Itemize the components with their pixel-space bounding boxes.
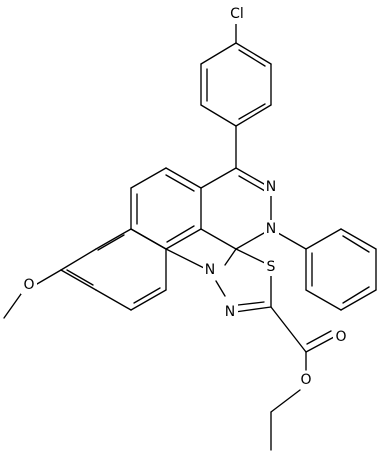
bond-methoxy-ring-e — [95, 289, 132, 311]
n-phenyl-group — [270, 228, 377, 311]
thiadiazole-imine-nitrogen-label: N — [225, 304, 235, 320]
bond-phenyl-d — [340, 289, 377, 311]
bond-methoxy-double-3 — [133, 287, 161, 304]
bond-phenyl-b — [340, 228, 377, 250]
bond-ring1-a — [200, 42, 237, 65]
methoxy-oxygen-label: O — [23, 277, 34, 293]
bond-o-methyl — [3, 293, 22, 319]
bond-ring1-d — [235, 104, 272, 127]
bond-methoxy-double-2 — [66, 269, 94, 286]
bond-methoxy-ring-c — [60, 248, 97, 271]
phthalazine-group — [130, 125, 272, 250]
chlorine-label: Cl — [230, 6, 244, 22]
thiadiazole-nitrogen-label: N — [205, 262, 215, 278]
bond-benzo-e — [165, 228, 202, 250]
bond-benzo-double-3 — [166, 225, 195, 243]
bond-c2-n3-double — [237, 301, 265, 306]
bond-methoxy-double-1 — [97, 234, 125, 251]
bond-ring1-double-3 — [238, 49, 266, 67]
methoxyphenyl-group — [3, 228, 209, 319]
sulfur-label: S — [267, 259, 276, 275]
bond-phenyl-double-2 — [342, 286, 370, 304]
bond-ring1-f — [235, 42, 272, 65]
bond-methoxy-ring-a — [130, 228, 167, 250]
bond-spiro-n4 — [224, 248, 237, 266]
bond-carbonyl-o-double — [306, 330, 332, 345]
nitrogen-label-lower: N — [266, 221, 276, 237]
bond-phenyl-e — [305, 289, 342, 311]
ethyl-ester-group — [270, 306, 335, 451]
thiadiazole-group — [215, 248, 272, 313]
carbonyl-oxygen-label: O — [335, 329, 346, 345]
bond-ring1-c — [200, 104, 237, 127]
bond-phenyl-double-1 — [342, 235, 370, 253]
bond-phenyl-a — [305, 228, 342, 250]
bond-ester-o-ethyl — [270, 389, 301, 413]
bond-spiro-c8a — [200, 228, 237, 250]
nitrogen-label-upper: N — [266, 179, 276, 195]
bond-c2-carbonyl — [270, 306, 307, 353]
bond-c4-c4a — [200, 167, 237, 189]
bond-n4-aryl — [165, 248, 209, 271]
ester-oxygen-label: O — [300, 372, 311, 388]
bond-c4-n3-double — [238, 175, 266, 192]
bond-methoxy-ring-b — [95, 228, 132, 250]
bond-c2-n3 — [234, 306, 272, 313]
atom-labels: Cl N N N N S O O O — [21, 6, 349, 389]
bond-n3-n4 — [215, 280, 226, 297]
bond-methoxy-ring-d — [60, 269, 97, 291]
bond-carbonyl-o — [305, 336, 335, 353]
bond-benzo-double-1 — [165, 174, 195, 192]
bond-benzo-b — [130, 167, 167, 189]
bond-ring1-double-2 — [238, 103, 266, 120]
chlorophenyl-group — [200, 18, 272, 127]
bond-aryl-o — [36, 269, 62, 285]
bond-benzo-a — [165, 167, 202, 189]
bond-methoxy-ring-f — [130, 289, 167, 311]
